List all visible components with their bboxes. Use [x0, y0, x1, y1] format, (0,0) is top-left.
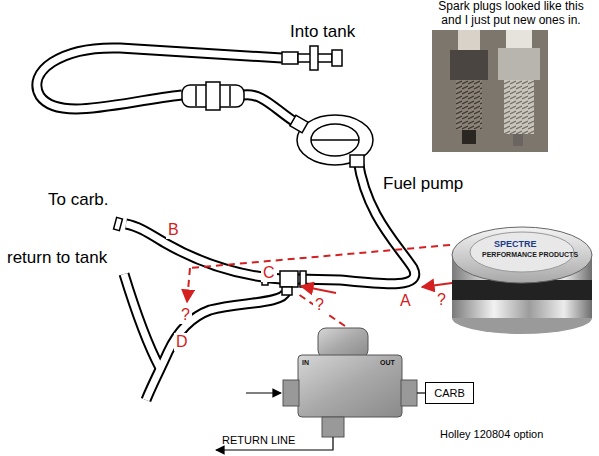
fuel-hose [124, 274, 160, 368]
callout-letter: C [261, 264, 277, 282]
fuel-hose [146, 292, 286, 400]
fuel-hose-inner [37, 48, 282, 109]
red-arrow [301, 283, 452, 293]
tank-fitting [310, 46, 318, 70]
fuel-pump [290, 115, 373, 167]
spark-plug-photo [506, 30, 532, 48]
fuel-hose-inner [124, 274, 160, 368]
tank-fitting [332, 50, 342, 66]
fuel-pump [311, 124, 359, 156]
fuel-hose [243, 95, 298, 124]
holley-flow-arrow [417, 392, 425, 393]
line-label: RETURN LINE [222, 434, 295, 447]
spark-plug-photo [450, 50, 488, 80]
fuel-pump [290, 115, 308, 132]
fuel-hose [37, 48, 415, 400]
spectre-regulator-photo [452, 227, 592, 283]
spark-plug-photo [513, 134, 523, 146]
part-label: Fuel pump [383, 174, 463, 194]
tee-fitting [280, 271, 298, 287]
red-dashed-line [190, 245, 450, 268]
brand-text: PERFORMANCE PRODUCTS [482, 251, 578, 259]
red-dashed-line [298, 294, 345, 326]
spark-plug-photo [504, 80, 534, 134]
tee-fitting [300, 271, 306, 287]
part-label: To carb. [48, 190, 108, 210]
question-mark: ? [179, 306, 192, 324]
port-label: OUT [380, 359, 395, 367]
holley-regulator-photo [318, 328, 368, 358]
fuel-pump [311, 139, 359, 141]
spark-plug-photo [432, 30, 548, 152]
fuel-hose [126, 224, 281, 279]
part-label: Into tank [290, 22, 355, 42]
fuel-hose-inner [126, 224, 281, 279]
part-label: return to tank [7, 248, 107, 268]
callout-letter: B [166, 221, 181, 239]
red-arrow [422, 283, 452, 287]
tank-fitting [282, 52, 298, 64]
holley-regulator-photo [283, 380, 299, 406]
fuel-hose-inner [37, 48, 415, 400]
spark-plug-photo [432, 30, 548, 152]
spark-plug-photo [456, 80, 482, 130]
tank-fitting [282, 46, 342, 70]
red-arrow [301, 286, 336, 293]
question-mark: ? [313, 296, 326, 314]
spark-plug-photo [458, 30, 480, 50]
spark-plug-photo [498, 48, 540, 80]
fuel-filter [182, 82, 244, 110]
callout-letter: D [174, 333, 190, 351]
holley-flow-arrow [216, 393, 425, 450]
fuel-filter [206, 82, 220, 110]
fuel-pump [350, 155, 364, 167]
carb-box: CARB [425, 382, 474, 404]
spectre-regulator-photo [452, 227, 592, 334]
caption-note: Spark plugs looked like this and I just … [428, 0, 594, 28]
fuel-filter [195, 86, 197, 106]
callout-letter: A [398, 292, 413, 310]
question-mark: ? [435, 291, 448, 309]
holley-regulator-photo [283, 328, 417, 437]
fuel-hose-inner [146, 292, 286, 400]
brand-text: SPECTRE [494, 239, 537, 249]
spark-plug-photo [462, 130, 476, 144]
holley-regulator-photo [298, 355, 402, 417]
tee-fitting [114, 217, 306, 295]
fuel-hose-inner [243, 95, 298, 124]
holley-regulator-photo [401, 380, 417, 406]
box-text: CARB [426, 387, 473, 399]
tee-fitting [114, 217, 123, 230]
spark-plug-photo [504, 80, 534, 134]
holley-flow-arrow [246, 392, 281, 393]
fuel-filter [229, 86, 231, 106]
port-label: IN [302, 359, 309, 367]
spark-plug-photo [456, 80, 482, 130]
red-dashed-line [187, 245, 450, 326]
red-dashed-line [187, 268, 190, 302]
holley-regulator-photo [322, 417, 344, 437]
caption-note: Holley 120804 option [440, 428, 543, 441]
tee-fitting [282, 287, 292, 295]
